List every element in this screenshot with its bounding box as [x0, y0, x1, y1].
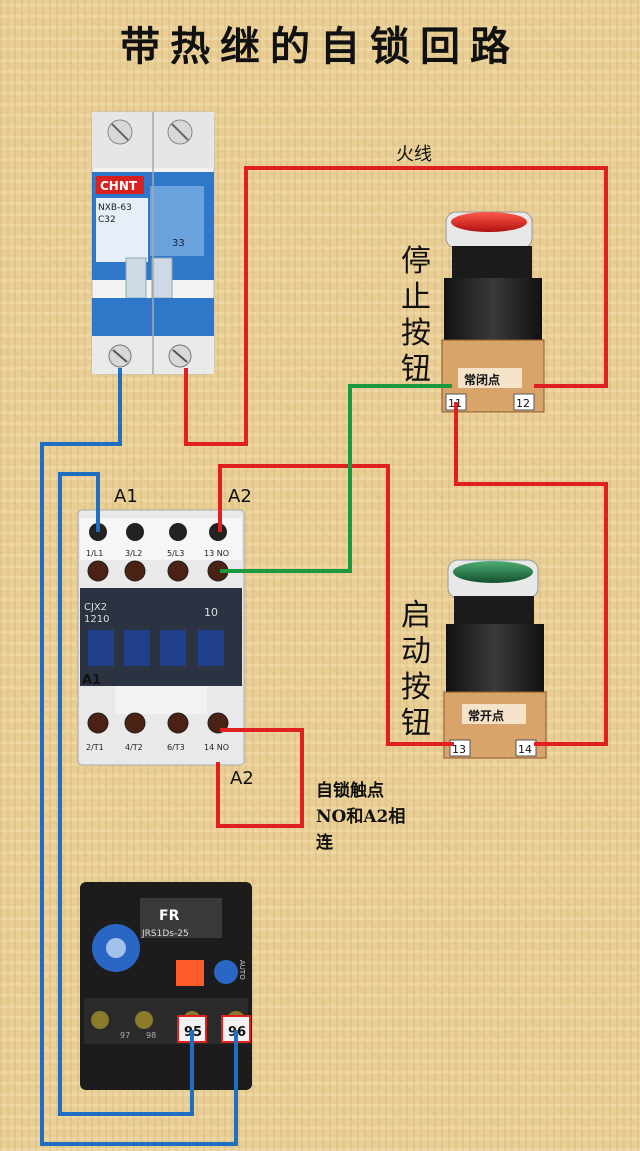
stop-contact-tag [458, 368, 522, 388]
contactor-aux: 10 [204, 606, 218, 619]
wire-a1 [58, 472, 194, 1116]
terminal-label-2t1: 2/T1 [86, 743, 104, 752]
relay-model: JRS1Ds-25 [141, 929, 189, 939]
contactor-model-line1: CJX2 [84, 602, 107, 613]
page-title: 带热继的自锁回路 [120, 23, 520, 70]
terminal-label-14no: 14 NO [204, 743, 229, 752]
breaker-rating: C32 [98, 215, 116, 225]
note-line-3: 连 [316, 833, 333, 853]
fire-wire-label: 火线 [396, 144, 432, 165]
stop-button-label: 停止按钮 [401, 244, 431, 387]
note-line-2: NO和A2相 [316, 807, 406, 827]
relay-tag: FR [159, 908, 180, 924]
wire-self-lock [216, 728, 304, 828]
wire-stop-to-start [454, 402, 608, 746]
stop-contact-label: 常闭点 [464, 372, 500, 387]
breaker-brand: CHNT [100, 179, 138, 193]
start-contact-tag [462, 704, 526, 724]
start-button-label: 启动按钮 [401, 598, 431, 741]
thermal-relay: FR JRS1Ds-25 95 96 97 98 AUTO [80, 882, 252, 1090]
wire-start-to-a2 [218, 464, 454, 746]
terminal-label-4t2: 4/T2 [125, 743, 143, 752]
wire-13no [220, 384, 452, 573]
contactor-a1-side: A1 [82, 673, 101, 688]
start-button-device: 常开点 13 14 [443, 559, 547, 759]
start-contact-label: 常开点 [468, 708, 504, 723]
start-terminal-13: 13 [452, 743, 466, 756]
note-line-1: 自锁触点 [316, 781, 384, 801]
wire-live [184, 166, 608, 446]
terminal-label-13no: 13 NO [204, 549, 229, 558]
breaker-model: NXB-63 [98, 203, 132, 213]
terminal-label-3l2: 3/L2 [125, 549, 142, 558]
start-terminal-14: 14 [518, 743, 532, 756]
stop-button-device: 常闭点 11 12 [441, 211, 545, 413]
stop-terminal-12: 12 [516, 397, 530, 410]
relay-terminal-98: 98 [146, 1031, 156, 1040]
terminal-label-5l3: 5/L3 [167, 549, 184, 558]
self-lock-note: 自锁触点 NO和A2相 连 [316, 778, 436, 856]
brand-plate [96, 176, 144, 194]
a2-bottom-label: A2 [230, 768, 254, 789]
a2-top-label: A2 [228, 486, 252, 507]
a1-label: A1 [114, 486, 138, 507]
contactor-model-line2: 1210 [84, 614, 109, 625]
breaker-code: 33 [172, 238, 185, 249]
wires [40, 166, 608, 1146]
circuit-breaker: CHNT NXB-63 C32 33 [91, 111, 215, 375]
terminal-label-1l1: 1/L1 [86, 549, 103, 558]
relay-auto: AUTO [238, 960, 246, 980]
wire-neutral-outer [40, 368, 238, 1146]
terminal-label-6t3: 6/T3 [167, 743, 185, 752]
contactor: 1/L1 3/L2 5/L3 13 NO 2/T1 4/T2 6/T3 14 N… [77, 509, 245, 766]
relay-terminal-97: 97 [120, 1031, 130, 1040]
